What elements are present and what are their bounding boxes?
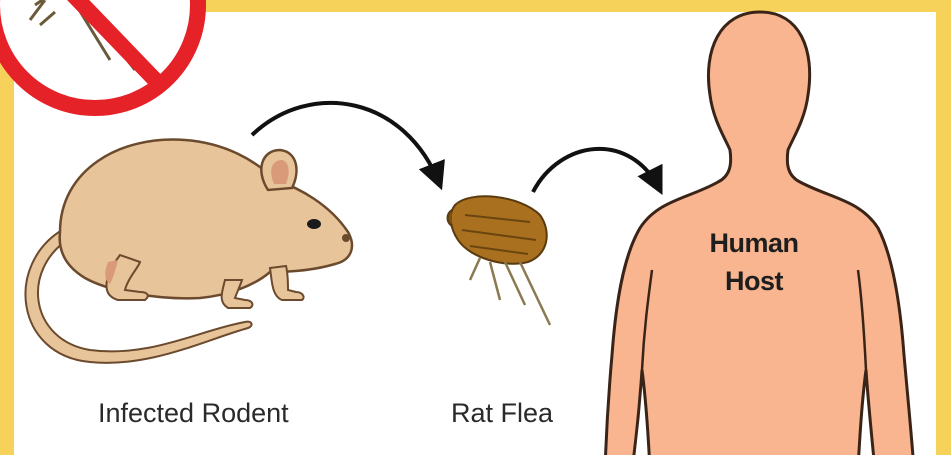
rat-illustration: [25, 140, 351, 363]
flea-label: Rat Flea: [451, 398, 553, 429]
no-mosquito-icon: [0, 0, 198, 108]
human-host-label: Human Host: [698, 224, 810, 300]
host-label-line1: Human: [698, 224, 810, 262]
host-label-line2: Host: [698, 262, 810, 300]
transmission-arrow: [533, 149, 660, 192]
flea-illustration: [448, 196, 551, 325]
rodent-label: Infected Rodent: [98, 398, 289, 429]
